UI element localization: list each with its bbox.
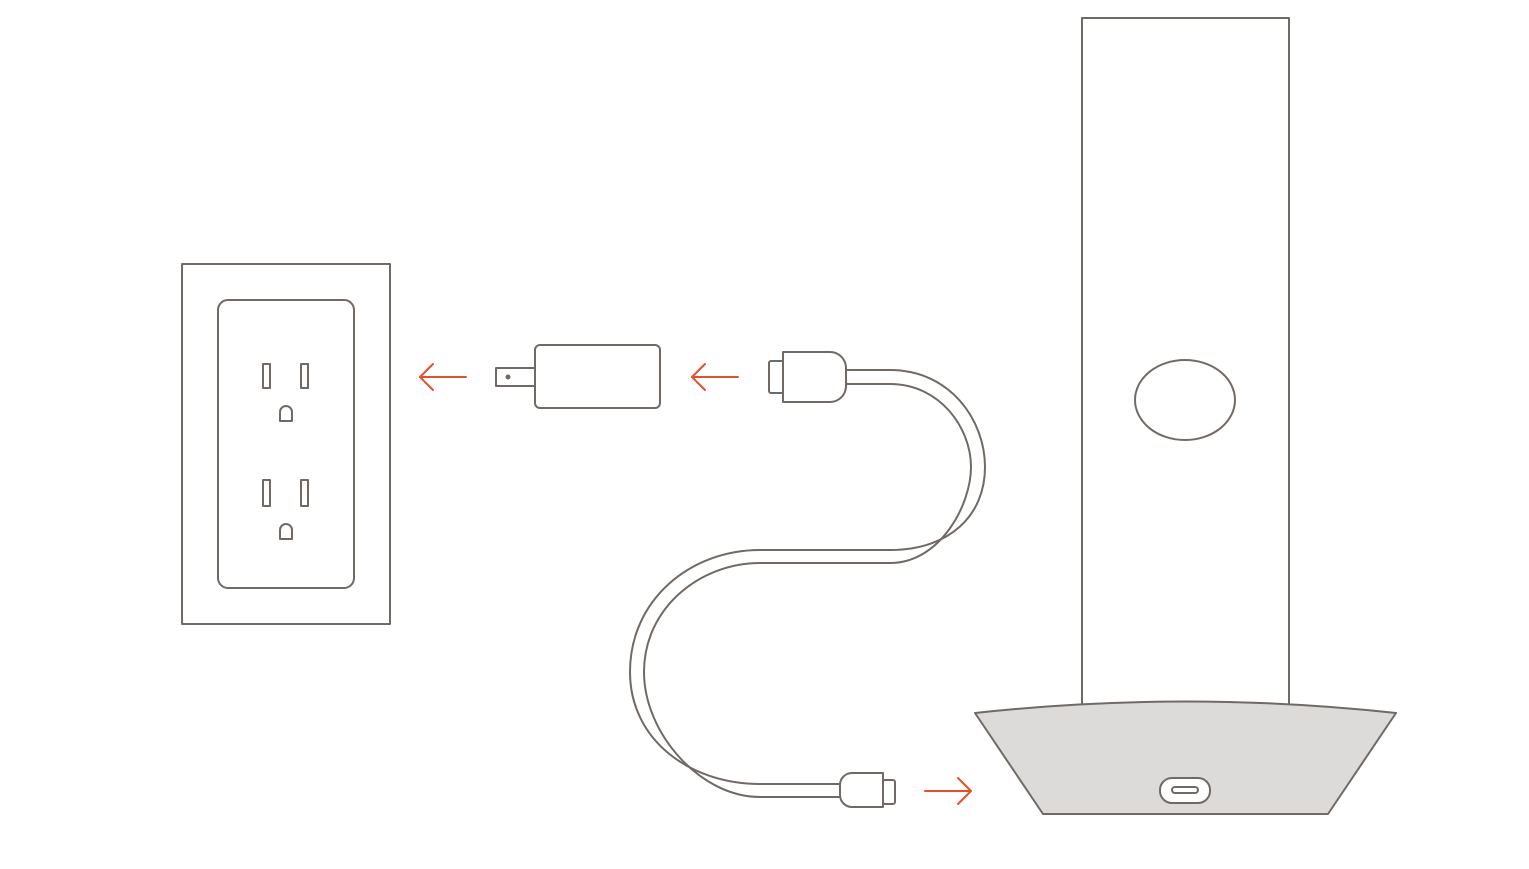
device-base: [974, 700, 1397, 815]
cable-connector-bottom: [839, 772, 896, 808]
cable-connector-top: [768, 351, 847, 403]
power-adapter-icon: [495, 344, 661, 409]
device-button: [1134, 359, 1236, 441]
adapter-prong-dot: [505, 374, 511, 380]
arrow-left-icon: [691, 363, 739, 391]
usb-c-port-icon: [1159, 777, 1211, 804]
adapter-body: [534, 344, 661, 409]
outlet-socket-bottom: [262, 479, 309, 540]
wall-outlet-icon: [181, 263, 391, 625]
outlet-faceplate: [217, 299, 355, 589]
arrow-right-icon: [924, 777, 972, 805]
outlet-socket-top: [262, 363, 309, 422]
cable-outer: [629, 369, 986, 785]
usb-cable-icon: [629, 351, 986, 808]
adapter-prong: [495, 367, 536, 387]
arrow-left-icon: [419, 363, 467, 391]
device-stand-icon: [974, 17, 1397, 815]
cable-inner: [643, 383, 972, 798]
